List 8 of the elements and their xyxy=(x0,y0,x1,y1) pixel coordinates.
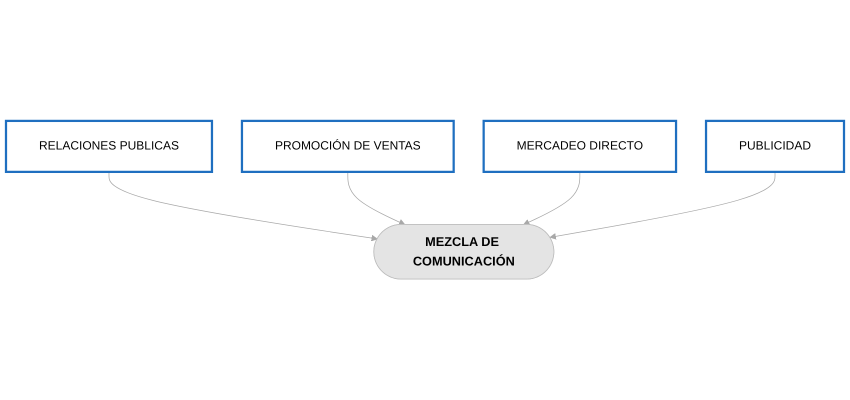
arrow xyxy=(523,172,580,226)
node-box: PROMOCIÓN DE VENTAS xyxy=(240,120,455,173)
node-box: MERCADEO DIRECTO xyxy=(482,120,678,173)
arrow xyxy=(347,172,406,226)
arrow xyxy=(550,172,776,240)
node-box: PUBLICIDAD xyxy=(704,120,846,173)
node-box: RELACIONES PUBLICAS xyxy=(4,120,214,173)
arrow xyxy=(108,172,378,242)
